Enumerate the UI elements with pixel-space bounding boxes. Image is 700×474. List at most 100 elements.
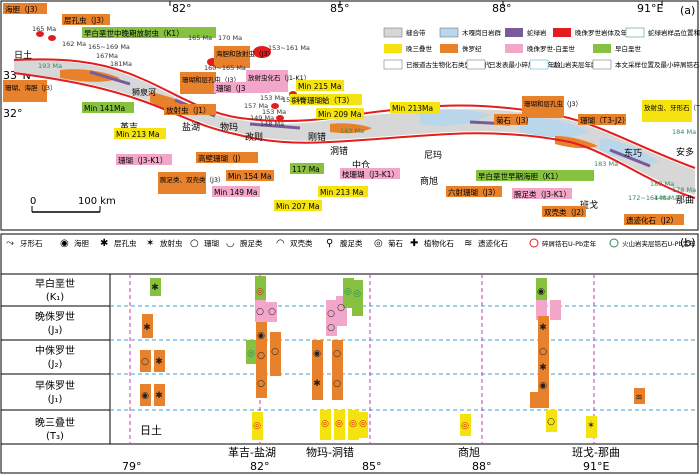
b-lon-91: 91°E (583, 460, 609, 473)
legend-a: 缝合带 木嘎岗日岩群 蛇绿岩 晚侏罗世岩体及年龄 蛇绿岩样品位置和年龄 晚三叠世… (383, 27, 700, 70)
age-170: 170 Ma (218, 34, 242, 42)
b-lon-82: 82° (250, 460, 270, 473)
gabbro-body (48, 35, 56, 41)
legend-volcanic-age: 火山岩夹层年龄 (552, 60, 598, 69)
place-gaize2: 改则 (245, 131, 263, 143)
ophiolite-streak (89, 70, 131, 86)
stromatoporoid-icon: ✱ (155, 357, 163, 367)
icon-conodont: ⤳ (6, 238, 14, 249)
bar (348, 410, 359, 440)
detrital-icon: ◎ (461, 421, 469, 431)
label-rad-fossil: 放射虫化石（J1-K1） (248, 73, 310, 82)
age-165a: 165 Ma (32, 25, 56, 33)
bar (320, 410, 331, 440)
scale-zero: 0 (30, 196, 36, 207)
stromatoporoid-icon: ✱ (151, 283, 159, 293)
icon-radiolarian: ✶ (146, 238, 154, 249)
lon-tick-88: 88° (492, 2, 512, 15)
legend-coral: 珊瑚 (204, 238, 219, 248)
label-min213-a: Min 213 Ma (116, 130, 159, 139)
bar (266, 302, 277, 322)
legend-conodont: 牙形石 (20, 239, 43, 248)
bar (343, 278, 354, 308)
echinoid-icon: ◉ (313, 349, 321, 359)
age-148b: 148 Ma (654, 194, 678, 202)
bar (255, 276, 266, 304)
age-178: 178 Ma (672, 186, 696, 194)
coral-icon: ○ (256, 307, 264, 317)
age-172-164: 172~164 Ma (628, 194, 670, 202)
place-naqu: 那曲 (676, 195, 694, 206)
bar (332, 340, 343, 400)
place-shangzhao: 商旭 (420, 175, 438, 187)
age-167: 167Ma (96, 52, 118, 60)
label-coral-strom-j3-b: 珊瑚和层孔虫（J3） (524, 99, 582, 108)
icon-bivalve: ◠ (276, 238, 285, 249)
age-157: 157 Ma (244, 102, 268, 110)
label-echinoid-rad-j3: 海胆和放射虫（J3） (216, 49, 274, 58)
bar (536, 300, 547, 320)
echinoid-icon: ◉ (539, 381, 547, 391)
coral-icon: ○ (327, 309, 335, 319)
icon-echinoid: ◉ (60, 238, 69, 249)
age-184: 184 Ma (672, 128, 696, 136)
age-151: 151 Ma (282, 96, 306, 104)
label-bivalve-j2: 双壳类（J2） (544, 207, 588, 217)
icon-trace: ≋ (464, 238, 472, 249)
detrital-icon: ◎ (321, 419, 329, 429)
echinoid-icon: ◉ (141, 391, 149, 401)
bar (154, 384, 165, 406)
icon-ammonite: ◎ (374, 238, 383, 249)
bar (334, 410, 345, 440)
label-coral-strom-j3: 珊瑚和层孔虫（J3） (182, 75, 240, 84)
label-117: 117 Ma (292, 165, 320, 174)
place-shiquanhe: 狮泉河 (132, 87, 156, 97)
legend-late-triassic: 晚三叠世 (406, 44, 433, 53)
coral-icon: ○ (271, 347, 279, 357)
coral-icon: ○ (337, 303, 345, 313)
bar (142, 314, 153, 338)
bar (255, 300, 266, 322)
coral-icon: ○ (257, 351, 265, 361)
legend-gabbro: 晚侏罗世岩体及年龄 (575, 28, 634, 37)
period-j1-code: (J₁) (48, 394, 63, 405)
legend-early-cret: 早白垩世 (615, 44, 642, 53)
bar (326, 300, 337, 336)
detrital-icon: ◎ (256, 287, 264, 297)
bar (536, 278, 547, 304)
ophiolite-streak (609, 148, 651, 168)
icon-plant: ✚ (410, 238, 418, 249)
legend-detrital: 碎屑锆石U-Pb定年 (542, 239, 597, 248)
gabbro-body (36, 31, 44, 37)
bar (352, 280, 363, 316)
label-min213-b: Min 213Ma (392, 104, 433, 113)
age-193: 193 Ma (38, 62, 62, 70)
period-labels: 早白垩世 (K₁) 晚侏罗世 (J₃) 中侏罗世 (J₂) 早侏罗世 (J₁) … (35, 277, 75, 442)
panel-a-label: (a) (680, 4, 695, 17)
scale-label: 100 km (78, 196, 116, 207)
map-labels: 海胆（J3） 层孔虫（J3） 早白垩世中晚期放射虫（K1） 珊瑚、海胆（J3） … (3, 3, 700, 225)
echinoid-icon: ◉ (537, 287, 545, 297)
conodont-icon: ✶ (587, 421, 595, 431)
label-min209: Min 209 Ma (318, 110, 361, 119)
icon-stromatoporoid: ✱ (100, 238, 108, 249)
legend-this-study: 本文采样位置及最小碎屑锆石年龄 (615, 60, 700, 69)
period-k1: 早白垩世 (35, 277, 75, 290)
b-lon-ticks: 79° 82° 85° 88° 91°E (122, 460, 609, 473)
ophiolite-streak (249, 122, 301, 130)
label-coral-j3k1-b: 珊瑚（J3-K1） (118, 155, 167, 165)
legend-plant: 植物化石 (424, 238, 454, 248)
age-148: 148 Ma (260, 120, 284, 128)
lon-tick-91: 91°E (637, 2, 663, 15)
coral-icon: ○ (333, 349, 341, 359)
label-coral-j3k1-a: 珊瑚（J3-K1） (216, 83, 265, 93)
label-min215: Min 215 Ma (298, 82, 341, 91)
label-min154: Min 154 Ma (228, 172, 271, 181)
label-coral-t3j2: 珊瑚（T3-J2） (580, 115, 629, 125)
age-149: 149 Ma (250, 114, 274, 122)
age-188: 188 Ma (650, 180, 674, 188)
bar (246, 340, 257, 364)
bar (154, 350, 165, 372)
echinoid-icon: ◉ (257, 331, 265, 341)
coral-icon: ○ (257, 379, 265, 389)
